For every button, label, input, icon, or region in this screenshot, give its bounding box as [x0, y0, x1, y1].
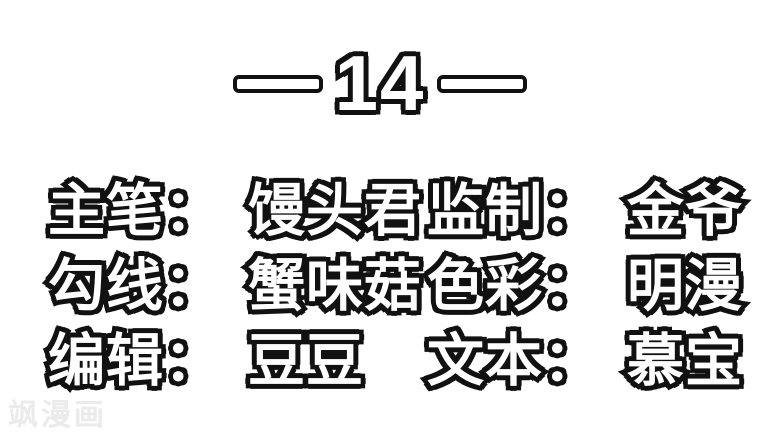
chapter-title: 14: [0, 44, 760, 122]
credit-row-2: 勾线： 蟹味菇 色彩： 明漫: [0, 240, 760, 322]
credit-role-label: 文本：: [427, 315, 601, 397]
credit-person-name: 豆豆: [248, 315, 364, 397]
credit-person-name: 慕宝: [627, 315, 743, 397]
chapter-number: 14: [335, 44, 426, 122]
credit-role-label: 编辑：: [48, 315, 222, 397]
credit-supervisor: 监制： 金爷: [427, 165, 743, 247]
credit-role-label: 勾线：: [48, 240, 222, 322]
credit-row-3: 编辑： 豆豆 文本： 慕宝: [0, 315, 760, 397]
credit-role-label: 色彩：: [427, 240, 601, 322]
credit-role-label: 监制：: [427, 165, 601, 247]
credit-colorist: 色彩： 明漫: [427, 240, 743, 322]
credit-person-name: 蟹味菇: [248, 240, 422, 322]
credit-person-name: 馒头君: [248, 165, 422, 247]
credit-editor: 编辑： 豆豆: [48, 315, 427, 397]
credit-row-1: 主笔： 馒头君 监制： 金爷: [0, 165, 760, 247]
credit-line-art: 勾线： 蟹味菇: [48, 240, 427, 322]
credit-role-label: 主笔：: [48, 165, 222, 247]
credit-main-artist: 主笔： 馒头君: [48, 165, 427, 247]
title-dash-right-icon: [437, 75, 528, 93]
credit-writer: 文本： 慕宝: [427, 315, 743, 397]
title-dash-left-icon: [232, 75, 323, 93]
watermark-text: 飒漫画: [8, 399, 107, 432]
credit-person-name: 明漫: [627, 240, 743, 322]
credit-person-name: 金爷: [627, 165, 743, 247]
credits-section: 主笔： 馒头君 监制： 金爷 勾线： 蟹味菇 色彩： 明漫 编辑： 豆豆: [0, 165, 760, 397]
